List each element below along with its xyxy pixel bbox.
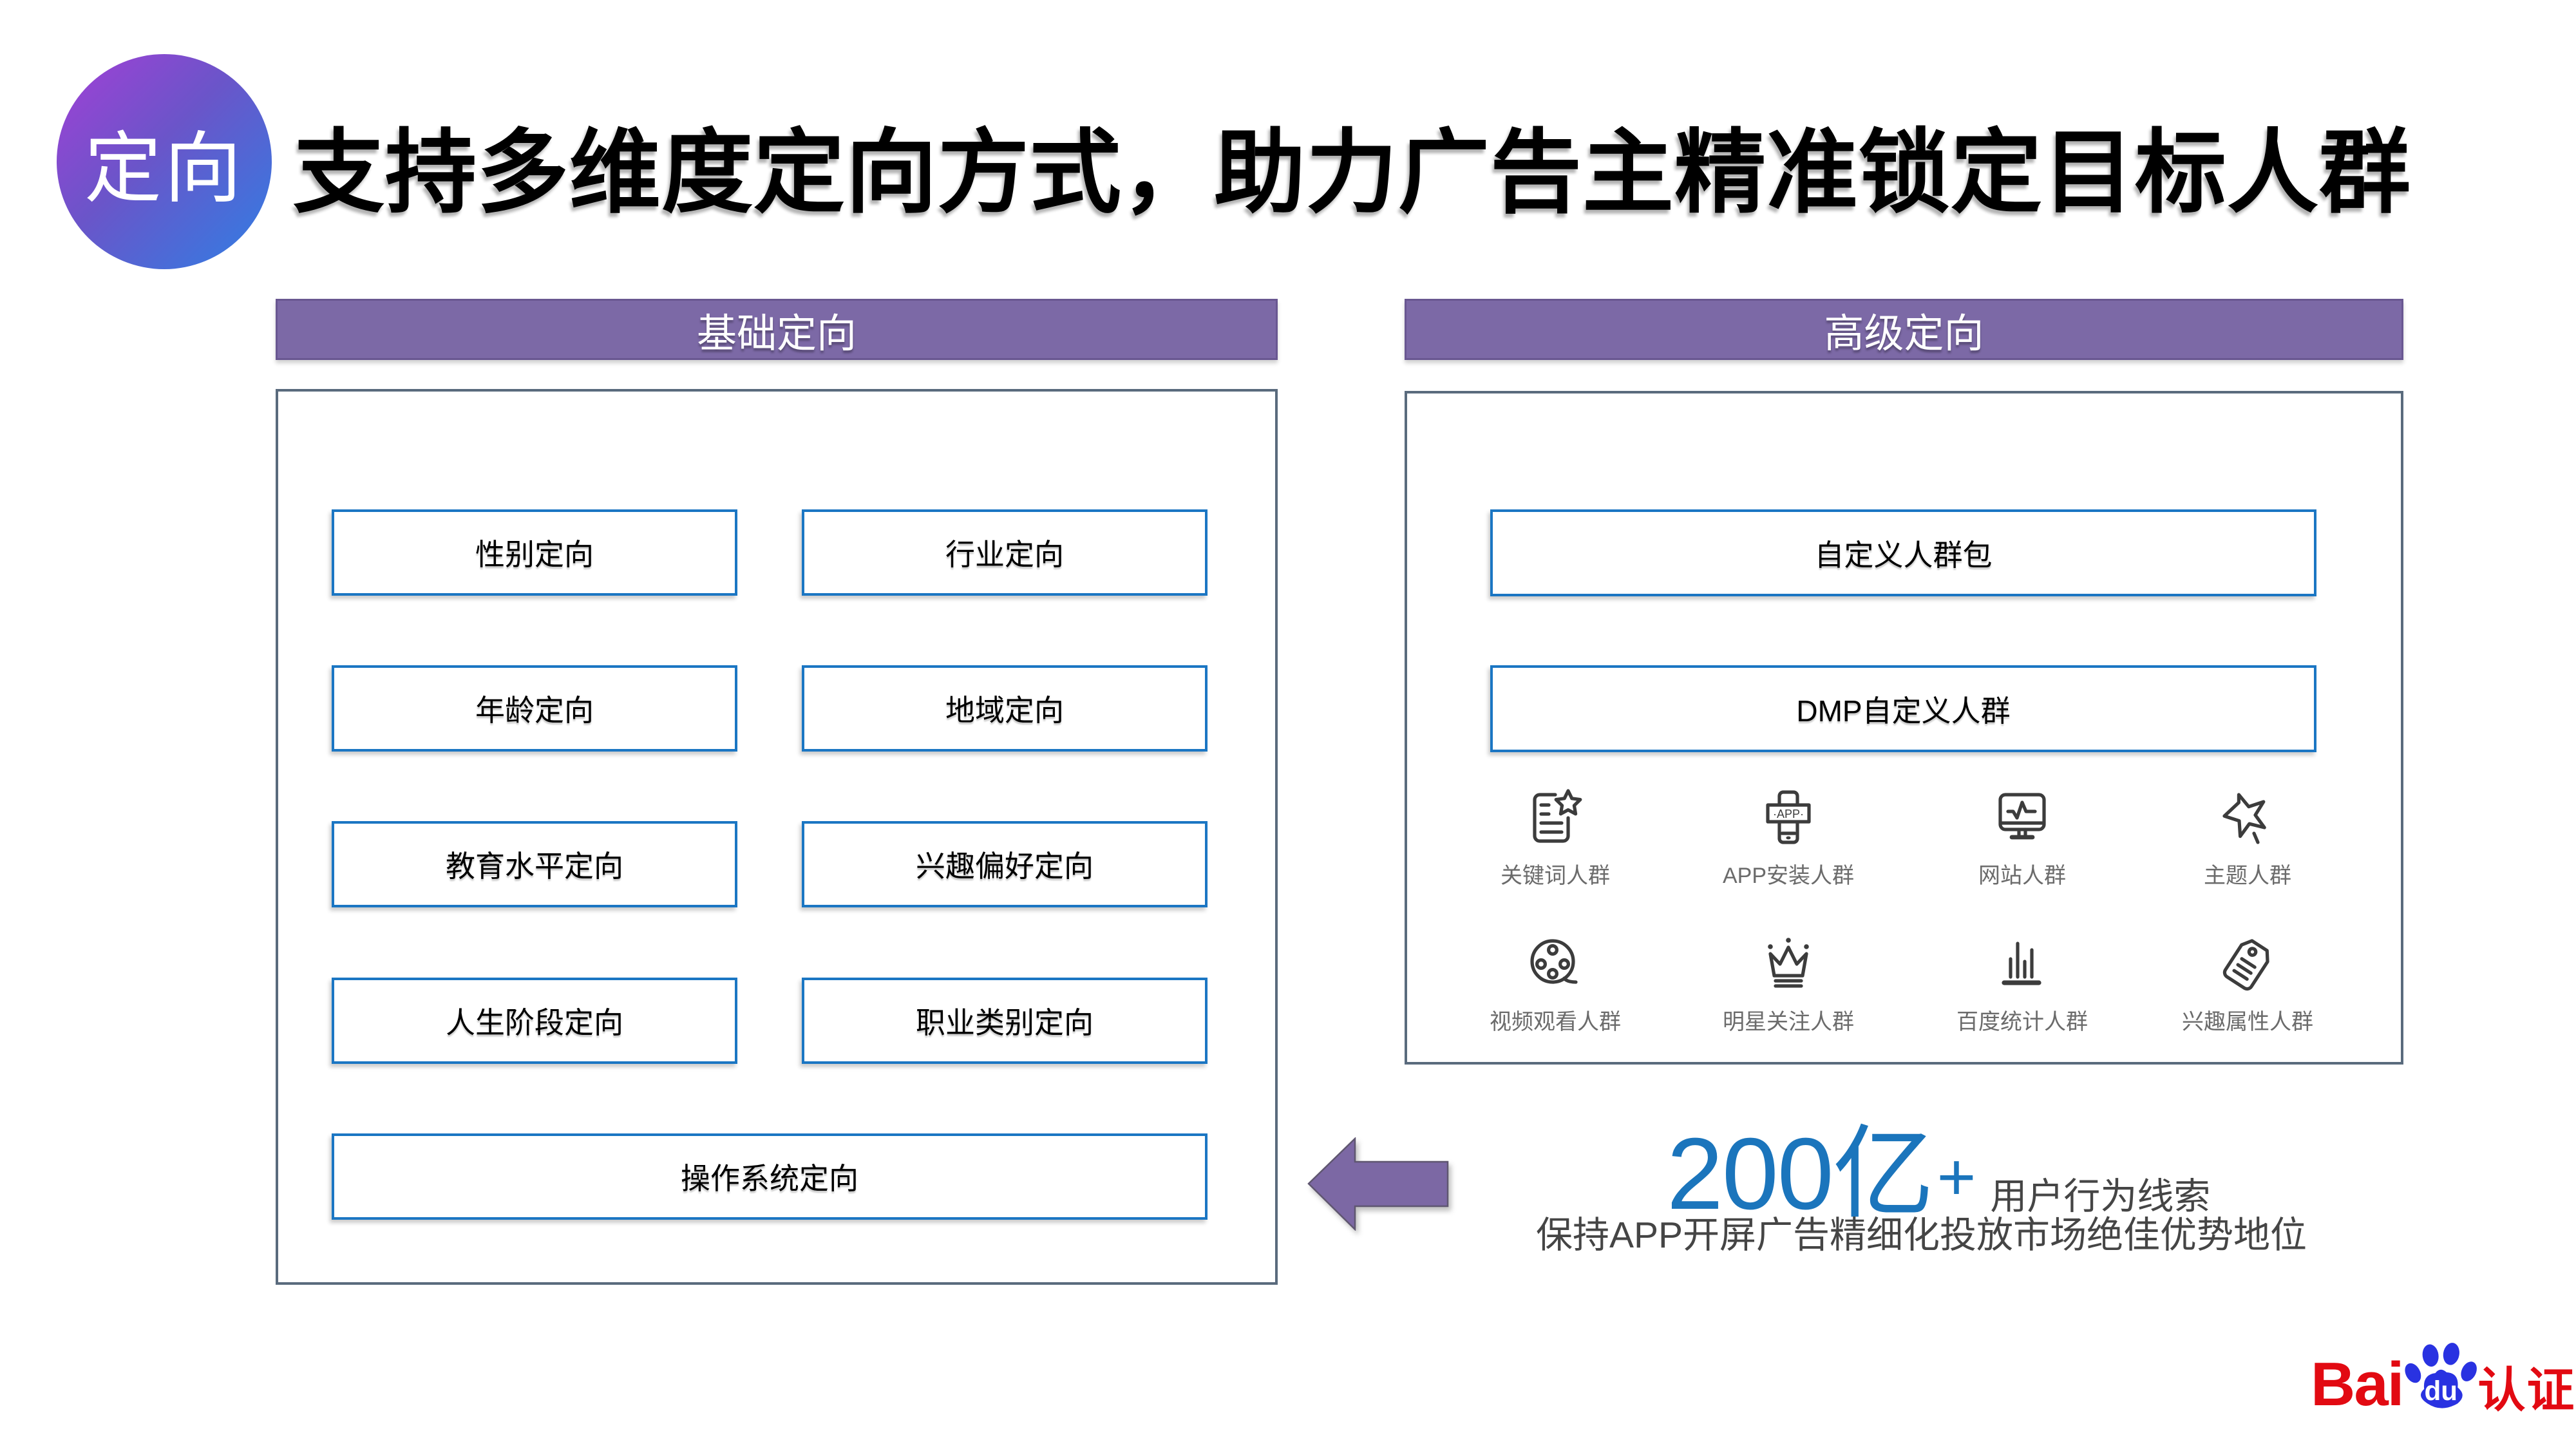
- stat-suffix: 用户行为线索: [1990, 1176, 2211, 1217]
- advanced-targeting-header-label: 高级定向: [1824, 311, 1984, 356]
- targeting-box-life-stage: 人生阶段定向: [332, 978, 737, 1064]
- targeting-box-occupation: 职业类别定向: [802, 978, 1208, 1064]
- logo-bai-text: Bai: [2311, 1350, 2404, 1419]
- targeting-box-interest: 兴趣偏好定向: [802, 821, 1208, 907]
- basic-targeting-header-bar: 基础定向: [276, 299, 1278, 360]
- video-reel-icon: [1530, 939, 1578, 984]
- audience-item-app-install: ·APP· APP安装人群: [1660, 787, 1917, 889]
- badge-label: 定向: [84, 126, 244, 212]
- highlight-stat: 200亿 + 用户行为线索: [1667, 1091, 2210, 1238]
- audience-item-theme: 主题人群: [2119, 787, 2376, 889]
- targeting-box-label: 操作系统定向: [681, 1162, 858, 1195]
- targeting-box-gender: 性别定向: [332, 509, 737, 596]
- targeting-box-os: 操作系统定向: [332, 1133, 1208, 1220]
- advanced-targeting-header-bar: 高级定向: [1405, 299, 2403, 360]
- audience-item-video: 视频观看人群: [1426, 933, 1684, 1036]
- stat-number: 200亿: [1667, 1117, 1935, 1231]
- website-monitor-icon: [1998, 793, 2046, 840]
- app-install-phone-icon: ·APP·: [1766, 790, 1811, 844]
- audience-label: 主题人群: [2204, 864, 2291, 888]
- targeting-badge: 定向: [57, 54, 272, 269]
- targeting-box-dmp: DMP自定义人群: [1490, 665, 2316, 752]
- left-arrow-icon: [1307, 1137, 1449, 1231]
- audience-label: 网站人群: [1978, 864, 2066, 888]
- targeting-box-industry: 行业定向: [802, 509, 1208, 596]
- theme-star-icon: [2222, 793, 2266, 844]
- targeting-box-label: 行业定向: [945, 538, 1064, 571]
- svg-text:·APP·: ·APP·: [1773, 808, 1804, 820]
- logo-du-text: du: [2425, 1376, 2458, 1406]
- audience-label: 视频观看人群: [1490, 1010, 1621, 1034]
- page-title: 支持多维度定向方式，助力广告主精准锁定目标人群: [293, 122, 2411, 224]
- targeting-box-region: 地域定向: [802, 665, 1208, 752]
- keyword-doc-star-icon: [1533, 789, 1582, 843]
- targeting-box-label: 性别定向: [475, 538, 594, 571]
- audience-label: 兴趣属性人群: [2182, 1010, 2313, 1034]
- audience-item-celebrity: 明星关注人群: [1660, 933, 1917, 1036]
- left-block-arrow: [1307, 1137, 1449, 1234]
- highlight-description: 保持APP开屏广告精细化投放市场绝佳优势地位: [1536, 1215, 2307, 1256]
- stats-bars-icon: [2002, 942, 2041, 985]
- audience-item-website: 网站人群: [1893, 787, 2151, 889]
- targeting-box-label: 地域定向: [945, 694, 1064, 727]
- audience-item-keyword: 关键词人群: [1426, 787, 1684, 889]
- targeting-box-label: 兴趣偏好定向: [916, 849, 1094, 883]
- targeting-box-label: 自定义人群包: [1814, 538, 1993, 572]
- targeting-box-label: 教育水平定向: [446, 849, 623, 883]
- targeting-box-custom-audience: 自定义人群包: [1490, 509, 2316, 596]
- targeting-box-age: 年龄定向: [332, 665, 737, 752]
- targeting-box-label: DMP自定义人群: [1796, 694, 2011, 728]
- targeting-box-label: 年龄定向: [475, 694, 594, 727]
- interest-tag-icon: [2222, 939, 2269, 991]
- audience-label: APP安装人群: [1722, 864, 1855, 888]
- audience-label: 百度统计人群: [1956, 1010, 2088, 1034]
- crown-icon: [1768, 938, 1809, 988]
- audience-label: 关键词人群: [1501, 864, 1610, 888]
- audience-label: 明星关注人群: [1723, 1010, 1854, 1034]
- stat-plus: +: [1937, 1140, 1976, 1215]
- targeting-box-label: 人生阶段定向: [446, 1006, 623, 1039]
- baidu-paw-icon: du: [2405, 1343, 2477, 1408]
- logo-renzheng-text: 认证: [2477, 1363, 2576, 1417]
- audience-item-tongji: 百度统计人群: [1893, 933, 2151, 1036]
- basic-targeting-header-label: 基础定向: [696, 311, 857, 356]
- baidu-certified-logo: Bai du 认证: [2311, 1340, 2575, 1419]
- audience-item-interest-attr: 兴趣属性人群: [2119, 933, 2376, 1036]
- targeting-box-education: 教育水平定向: [332, 821, 737, 907]
- targeting-box-label: 职业类别定向: [916, 1006, 1094, 1039]
